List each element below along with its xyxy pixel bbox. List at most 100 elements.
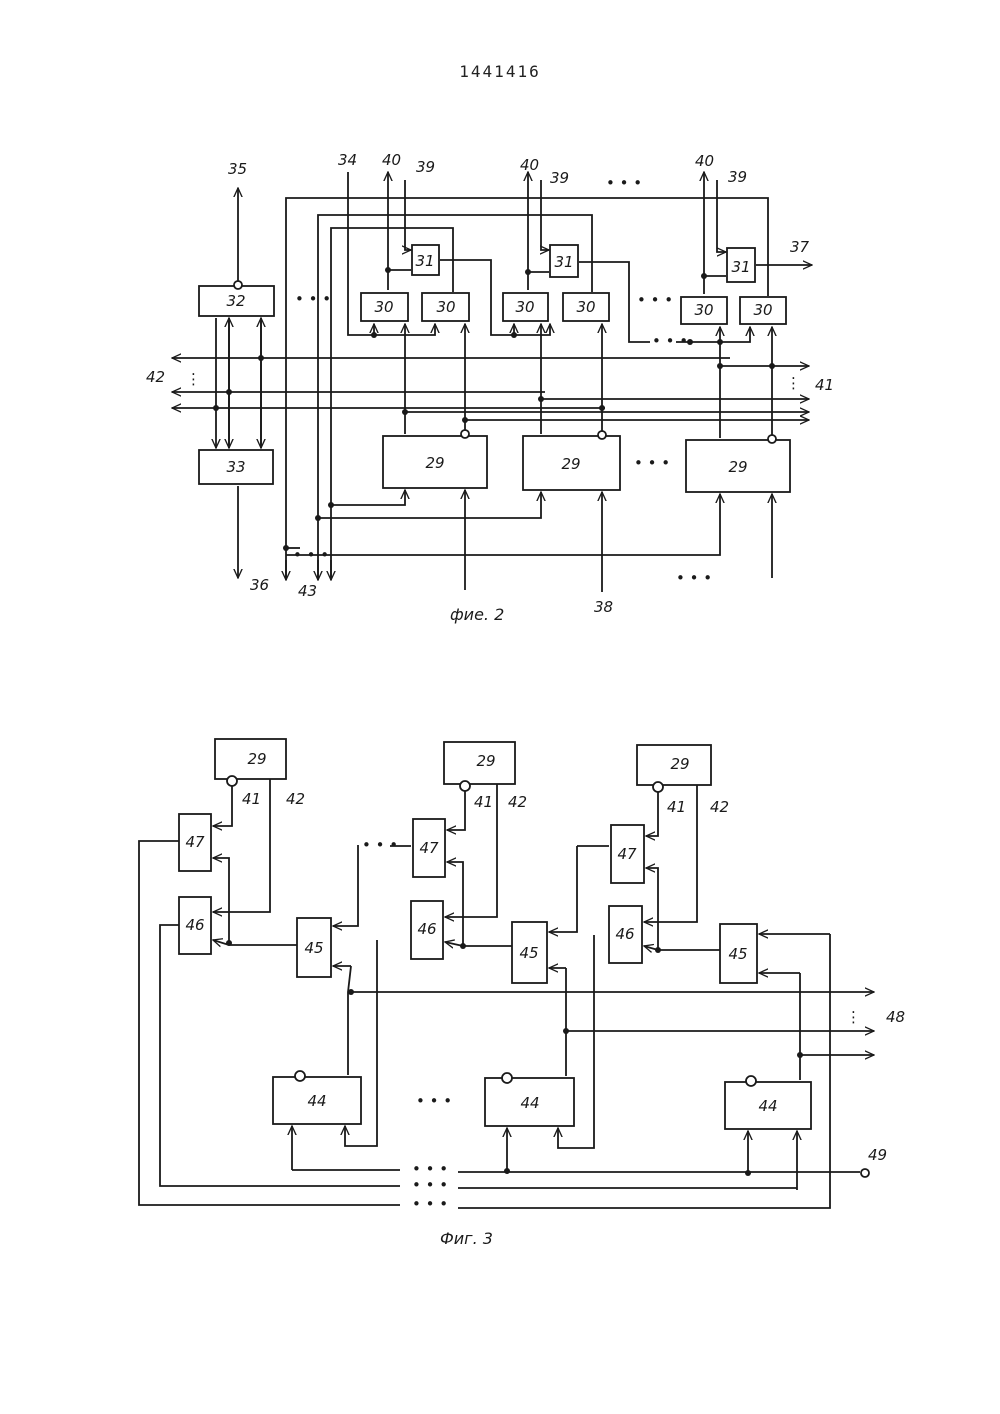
dots-41: ⋮	[786, 374, 801, 392]
block-29-label: 29	[670, 755, 689, 773]
junction	[258, 355, 264, 361]
block-44-label: 44	[520, 1094, 539, 1112]
block-47-label: 47	[185, 833, 205, 851]
junction	[511, 332, 517, 338]
figure-3-caption: Фиг. 3	[440, 1229, 493, 1248]
block-47-label: 47	[419, 839, 439, 857]
block-46-label: 46	[615, 925, 634, 943]
inverted-output-29	[653, 782, 663, 792]
link-29-47-2	[447, 791, 465, 830]
block-30-label: 30	[694, 301, 713, 319]
junction	[599, 405, 605, 411]
block-31-label: 31	[554, 253, 573, 271]
junction	[745, 1170, 751, 1176]
label-39: 39	[550, 169, 569, 187]
loop-outer	[286, 198, 768, 578]
label-42: 42	[146, 368, 165, 386]
label-42: 42	[710, 798, 729, 816]
junction	[717, 363, 723, 369]
dots-48: ⋮	[846, 1008, 861, 1026]
label-37: 37	[790, 238, 810, 256]
junction	[769, 363, 775, 369]
inverted-output-29	[460, 781, 470, 791]
label-48: 48	[886, 1008, 905, 1026]
input-39-g3	[717, 180, 726, 252]
junction	[701, 273, 707, 279]
block-31-label: 31	[731, 258, 750, 276]
block-47-label: 47	[617, 845, 637, 863]
block-33-label: 33	[226, 458, 245, 476]
junction	[213, 405, 219, 411]
link-47-46-3	[646, 868, 658, 950]
inverted-output-29	[768, 435, 776, 443]
label-36: 36	[250, 576, 269, 594]
link-47-46-2	[447, 862, 463, 948]
inverted-output-29	[461, 430, 469, 438]
figure-3: 29 29 29 41 42 41 42 41 42 47 47 47 46 4…	[139, 739, 905, 1248]
junction	[402, 409, 408, 415]
junction	[226, 389, 232, 395]
junction	[283, 545, 289, 551]
label-41: 41	[242, 790, 261, 808]
ellipsis: • • •	[606, 174, 642, 192]
ellipsis: • • •	[652, 332, 688, 350]
block-44-label: 44	[758, 1097, 777, 1115]
dots-42: ⋮	[186, 370, 201, 388]
label-34: 34	[338, 151, 357, 169]
link-29-47-1	[213, 786, 232, 826]
junction	[687, 339, 693, 345]
label-41: 41	[474, 793, 493, 811]
label-40: 40	[695, 152, 714, 170]
link-45-46-1	[213, 940, 297, 945]
block-30-label: 30	[515, 298, 534, 316]
block-46-label: 46	[417, 920, 436, 938]
ellipsis: • • •	[416, 1092, 452, 1110]
block-30-label: 30	[436, 298, 455, 316]
link-47-46-1	[213, 858, 229, 943]
ellipsis: • • •	[637, 291, 673, 309]
junction	[525, 269, 531, 275]
block-29-label: 29	[561, 455, 580, 473]
block-45-label: 45	[304, 939, 323, 957]
label-40: 40	[382, 151, 401, 169]
label-39: 39	[416, 158, 435, 176]
block-32-label: 32	[226, 292, 245, 310]
chain-47-45-2	[549, 846, 577, 932]
label-41: 41	[667, 798, 686, 816]
block-31-label: 31	[415, 252, 434, 270]
label-35: 35	[228, 160, 247, 178]
link-29-47-3	[646, 792, 658, 836]
ellipsis: • • •	[634, 454, 670, 472]
ellipsis: • • •	[412, 1195, 448, 1213]
inverted-output-44	[502, 1073, 512, 1083]
feed-29-g1-left	[331, 490, 405, 505]
junction	[504, 1168, 510, 1174]
label-39: 39	[728, 168, 747, 186]
label-43: 43	[298, 582, 317, 600]
block-30-label: 30	[374, 298, 393, 316]
block-46-label: 46	[185, 916, 204, 934]
ellipsis: • • •	[676, 569, 712, 587]
label-41: 41	[815, 376, 834, 394]
inverted-output-29	[598, 431, 606, 439]
block-44-label: 44	[307, 1092, 326, 1110]
inverted-output-44	[295, 1071, 305, 1081]
junction	[385, 267, 391, 273]
inverted-output-29	[227, 776, 237, 786]
feed-29-g3-left-b	[286, 494, 720, 555]
inverted-output-32	[234, 281, 242, 289]
figure-2: 32 33 35 36 ⋮ ⋮ 42 41 30	[146, 151, 834, 624]
ellipsis: • • •	[362, 836, 398, 854]
chain-47-45-1	[333, 845, 358, 926]
block-29-label: 29	[476, 752, 495, 770]
link-45-46-3	[644, 946, 720, 950]
block-30-label: 30	[576, 298, 595, 316]
inverted-output-44	[746, 1076, 756, 1086]
junction	[462, 417, 468, 423]
block-29-label: 29	[728, 458, 747, 476]
label-42: 42	[508, 793, 527, 811]
block-29-label: 29	[425, 454, 444, 472]
block-45-label: 45	[519, 944, 538, 962]
figure-2-caption: фие. 2	[450, 605, 504, 624]
